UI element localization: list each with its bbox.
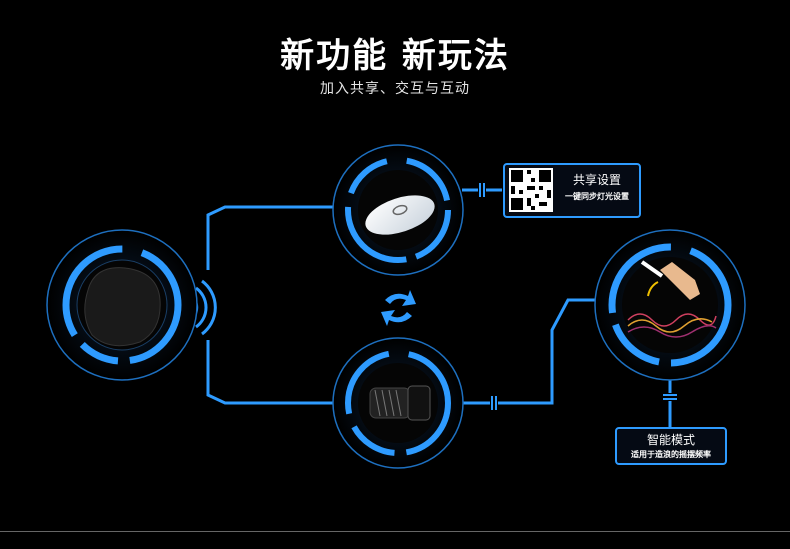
page-title: 新功能 新玩法	[280, 36, 510, 76]
qr-code	[509, 168, 553, 212]
share-settings-subtitle: 一键同步灯光设置	[565, 192, 629, 201]
gesture-wave-icon	[627, 260, 717, 338]
smart-mode-title: 智能模式	[646, 433, 695, 447]
controller-device	[84, 267, 161, 347]
bottom-divider	[0, 531, 790, 532]
smart-mode-box: 智能模式 适用于造浪的摇摆频率	[615, 427, 727, 465]
light-node	[332, 144, 464, 276]
share-settings-box: 共享设置 一键同步灯光设置	[503, 163, 641, 218]
share-settings-title: 共享设置	[572, 173, 621, 187]
connector-caps	[479, 183, 677, 410]
controller-node	[46, 229, 198, 381]
pump-node	[332, 337, 464, 469]
smart-mode-subtitle: 适用于造浪的摇摆频率	[631, 450, 711, 459]
page-subtitle: 加入共享、交互与互动	[320, 81, 470, 97]
mode-node	[594, 229, 746, 381]
connection-lines	[206, 188, 672, 427]
light-device	[365, 195, 435, 235]
wave-pump-device	[369, 385, 431, 421]
sync-arrows-icon	[381, 290, 416, 326]
